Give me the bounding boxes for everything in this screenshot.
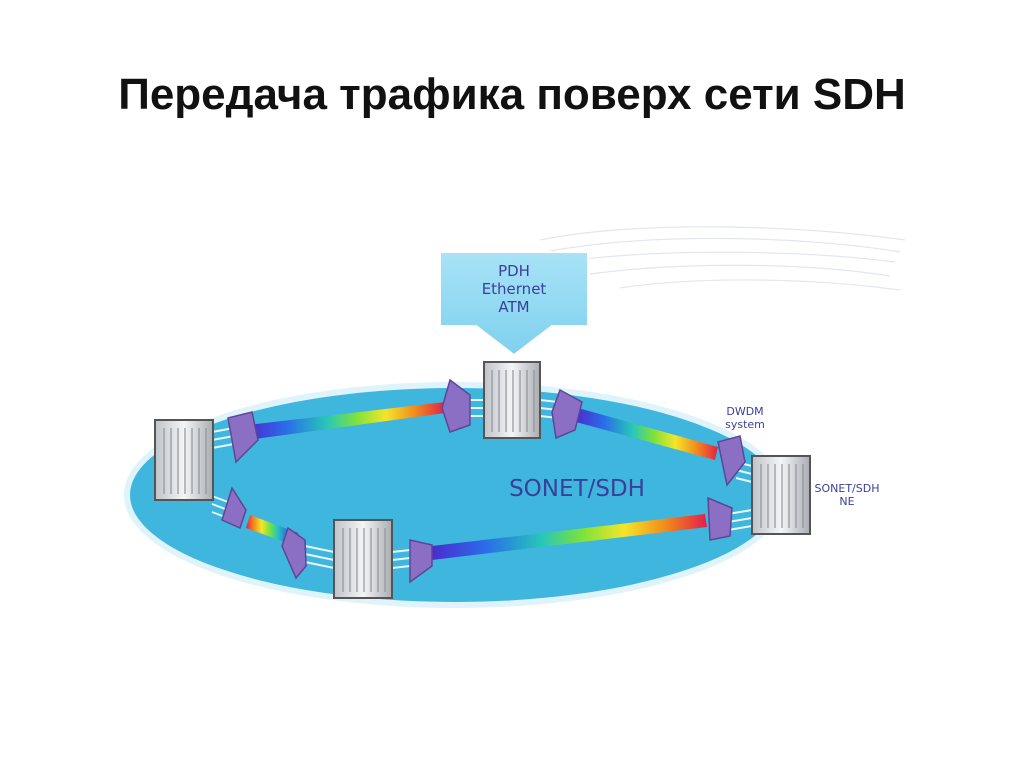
ne-top [483, 361, 541, 439]
input-line-pdh: PDH [498, 262, 530, 280]
ring-label: SONET/SDH [509, 476, 645, 502]
ne-label-line2: NE [839, 495, 854, 508]
ne-bottom [333, 519, 393, 599]
dwdm-multiplexers [221, 378, 746, 584]
dwdm-label-line1: DWDM [726, 405, 763, 418]
mux-left-bottom [221, 486, 247, 530]
fiber-link-left-top [248, 402, 445, 440]
input-line-atm: ATM [498, 298, 529, 316]
network-elements [154, 361, 811, 599]
background-swirls [539, 226, 906, 291]
mux-left-top [227, 411, 259, 464]
input-line-ethernet: Ethernet [482, 280, 547, 298]
traffic-input-box: PDH Ethernet ATM [439, 251, 589, 357]
mux-bottom-right [409, 539, 433, 584]
dwdm-label-line2: system [725, 418, 765, 431]
slide-title: Передача трафика поверх сети SDH [118, 70, 906, 119]
mux-top-right [551, 388, 583, 440]
mux-bottom-left [281, 526, 307, 580]
fiber-link-top-right [576, 408, 718, 460]
fiber-link-bottom [432, 514, 707, 560]
mux-top-left [441, 378, 471, 433]
ne-left [154, 419, 214, 501]
mux-right-top [717, 435, 746, 487]
ne-right [751, 455, 811, 535]
ne-label-line1: SONET/SDH [815, 482, 880, 495]
mux-right-bottom [707, 496, 733, 541]
